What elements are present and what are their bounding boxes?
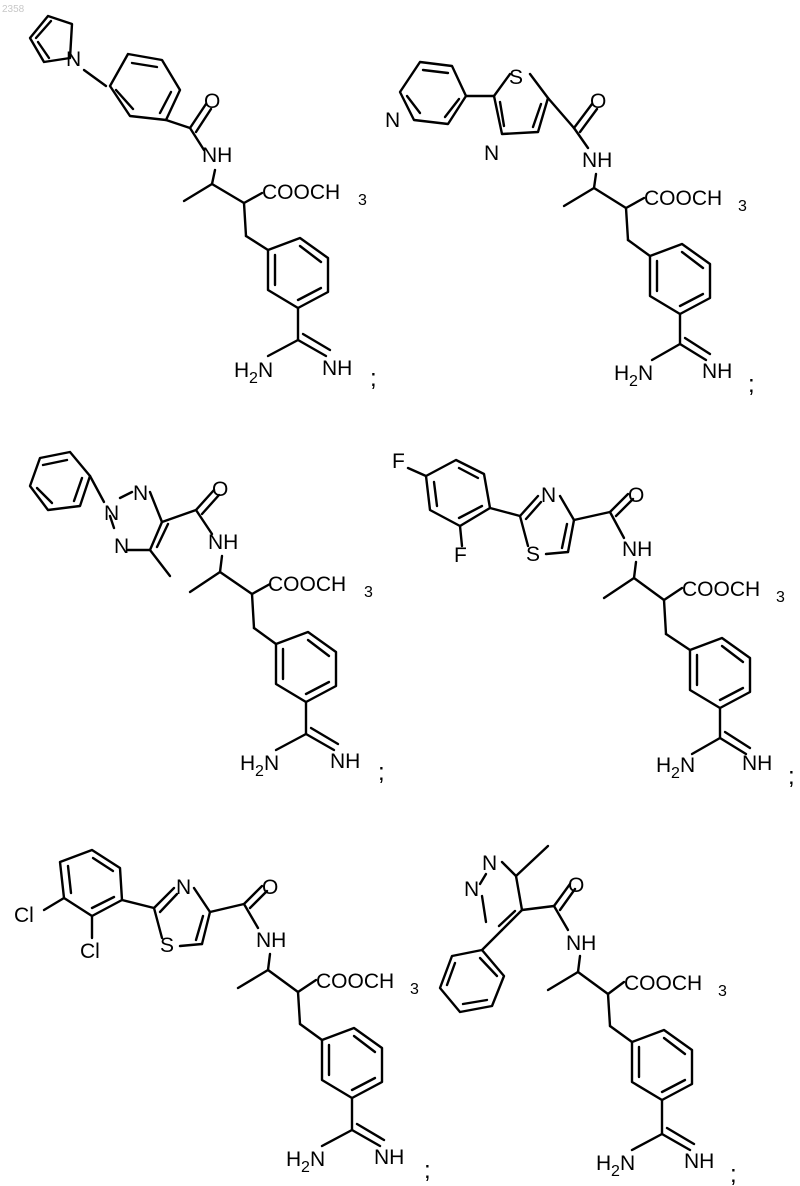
amine-n: N: [310, 1148, 325, 1171]
triazole-n1: N: [104, 502, 119, 525]
amine-subscript: 2: [671, 765, 680, 782]
amide-nh: NH: [582, 149, 612, 172]
thiazole-sulfur: S: [160, 934, 174, 957]
benzamidine-ring: [276, 632, 336, 702]
difluorophenyl-ring: [426, 460, 490, 526]
imine-nh: NH: [702, 360, 732, 383]
amine-h: H: [596, 1152, 611, 1175]
amine-subscript: 2: [629, 373, 638, 390]
imine-nh: NH: [330, 750, 360, 773]
imine-nh: NH: [374, 1146, 404, 1169]
amine-n: N: [264, 752, 279, 775]
amine-n: N: [258, 359, 273, 382]
triazole-n3: N: [114, 535, 129, 558]
triazole-n2: N: [133, 482, 148, 505]
ester-group: COOCH: [262, 181, 340, 204]
structure-6: N N O NH COOCH 3 H: [440, 846, 737, 1186]
ester-subscript: 3: [738, 198, 747, 215]
imine-nh: NH: [742, 752, 772, 775]
benzamidine-ring: [650, 244, 710, 314]
benzamidine-ring: [268, 238, 328, 308]
amine-subscript: 2: [255, 763, 264, 780]
imine-nh: NH: [322, 357, 352, 380]
carbonyl-oxygen: O: [568, 874, 584, 897]
ester-group: COOCH: [316, 970, 394, 993]
amine-h: H: [656, 754, 671, 777]
pyridine-nitrogen: N: [385, 109, 400, 132]
page-number: 2358: [2, 4, 25, 15]
amide-nh: NH: [566, 932, 596, 955]
pyridine-ring: [400, 62, 466, 124]
imine-nh: NH: [684, 1150, 714, 1173]
fluorine-4: F: [392, 450, 405, 473]
chlorine-3: Cl: [14, 904, 34, 927]
ester-subscript: 3: [776, 589, 785, 606]
amine-h: H: [614, 362, 629, 385]
ester-subscript: 3: [718, 983, 727, 1000]
separator: ;: [730, 1161, 737, 1186]
phenyl-ring: [30, 452, 90, 510]
chlorine-2: Cl: [80, 940, 100, 963]
structure-2: N S N O NH COOCH 3 H: [385, 62, 755, 398]
benzamidine-ring: [632, 1030, 692, 1100]
thiazole-sulfur: S: [509, 66, 523, 89]
ester-group: COOCH: [644, 187, 722, 210]
thiazole-nitrogen: N: [176, 876, 191, 899]
ester-group: COOCH: [682, 578, 760, 601]
amine-subscript: 2: [301, 1159, 310, 1176]
amine-h: H: [234, 359, 249, 382]
ester-group: COOCH: [624, 972, 702, 995]
amide-nh: NH: [208, 531, 238, 554]
separator: ;: [748, 371, 755, 398]
structure-5: Cl Cl N S O NH COOCH 3: [14, 850, 431, 1184]
amine-n: N: [680, 754, 695, 777]
thiazole-nitrogen: N: [484, 142, 499, 165]
carbonyl-oxygen: O: [590, 90, 606, 113]
amine-subscript: 2: [249, 370, 258, 387]
separator: ;: [424, 1157, 431, 1184]
benzamidine-ring: [322, 1028, 382, 1098]
pyrazole-n1: N: [482, 852, 497, 875]
phenyl-ring: [440, 950, 504, 1012]
carbonyl-oxygen: O: [204, 90, 220, 113]
separator: ;: [788, 763, 795, 790]
phenyl-ring: [110, 54, 180, 120]
amide-nh: NH: [256, 929, 286, 952]
pyrazole-n2: N: [464, 878, 479, 901]
carbonyl-oxygen: O: [212, 478, 228, 501]
ester-group: COOCH: [268, 573, 346, 596]
structure-3: N N N O NH COOCH 3 H 2 N NH ;: [30, 452, 385, 786]
dichlorophenyl-ring: [60, 850, 122, 916]
amine-h: H: [286, 1148, 301, 1171]
fluorine-2: F: [454, 544, 467, 567]
thiazole-nitrogen: N: [541, 484, 556, 507]
carbonyl-oxygen: O: [262, 876, 278, 899]
structure-1: N O NH COOCH 3 H 2 N: [30, 16, 377, 392]
amine-h: H: [240, 752, 255, 775]
ester-subscript: 3: [364, 584, 373, 601]
separator: ;: [378, 759, 385, 786]
separator: ;: [370, 365, 377, 392]
thiazole-sulfur: S: [526, 543, 540, 566]
amide-nh: NH: [622, 538, 652, 561]
benzamidine-ring: [690, 638, 750, 708]
ester-subscript: 3: [358, 192, 367, 209]
ester-subscript: 3: [410, 981, 419, 998]
pyrrole-nitrogen: N: [66, 48, 81, 71]
amine-n: N: [638, 362, 653, 385]
amide-nh: NH: [202, 144, 232, 167]
structure-4: F F N S O NH COOCH 3: [392, 450, 795, 790]
carbonyl-oxygen: O: [628, 484, 644, 507]
amine-n: N: [620, 1152, 635, 1175]
amine-subscript: 2: [611, 1163, 620, 1180]
